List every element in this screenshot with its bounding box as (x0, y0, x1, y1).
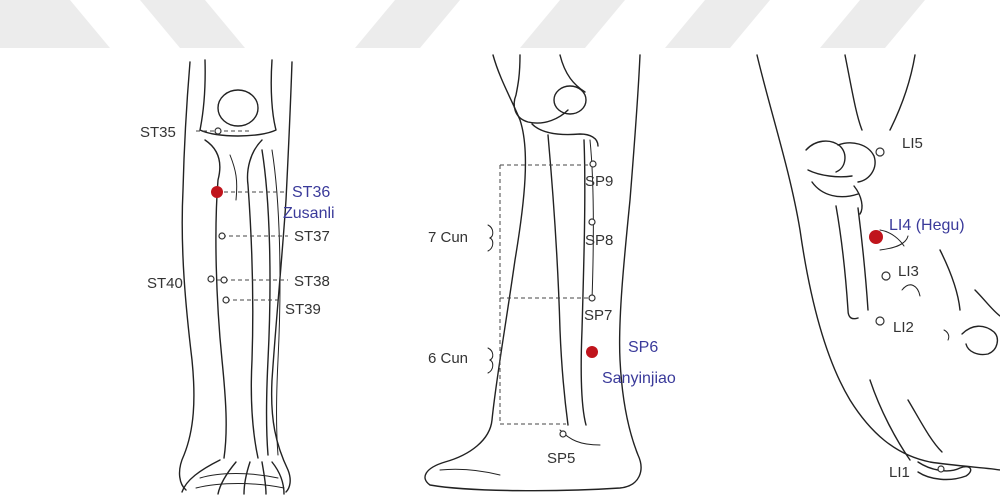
point-li5 (876, 148, 884, 156)
label-st36: ST36 (292, 184, 330, 201)
point-sp9 (590, 161, 596, 167)
leg-front-panel: ST35 ST36 Zusanli ST37 ST40 ST38 ST39 (140, 60, 335, 494)
label-st39: ST39 (285, 301, 321, 318)
metacarpal-index (836, 206, 858, 319)
label-li4: LI4 (Hegu) (889, 217, 965, 234)
leg-side-panel: 7 Cun 6 Cun SP9 SP8 SP7 SP6 Sanyinjiao S… (425, 55, 676, 491)
point-st37 (219, 233, 225, 239)
label-st38: ST38 (294, 273, 330, 290)
label-li1: LI1 (889, 464, 910, 481)
label-sp5: SP5 (547, 450, 575, 467)
label-st37: ST37 (294, 228, 330, 245)
label-st40: ST40 (147, 275, 183, 292)
point-li4 (869, 230, 883, 244)
fibula (262, 150, 270, 455)
label-li3: LI3 (898, 263, 919, 280)
point-sp8 (589, 219, 595, 225)
point-li2 (876, 317, 884, 325)
point-st38 (221, 277, 227, 283)
label-st35: ST35 (140, 124, 176, 141)
label-st36-name: Zusanli (283, 205, 335, 222)
point-sp5 (560, 431, 566, 437)
point-st35 (215, 128, 221, 134)
tibia-side (548, 135, 568, 425)
point-sp6 (586, 346, 598, 358)
point-st36 (211, 186, 223, 198)
hand-outline (757, 55, 1000, 470)
label-7-cun: 7 Cun (428, 229, 468, 246)
watermark-banner (0, 0, 925, 48)
label-sp8: SP8 (585, 232, 613, 249)
point-li3 (882, 272, 890, 280)
label-li2: LI2 (893, 319, 914, 336)
patella (218, 90, 258, 126)
knee-cap-side (554, 86, 586, 114)
leg-side-outline (425, 55, 641, 491)
label-sp9: SP9 (585, 173, 613, 190)
label-li5: LI5 (902, 135, 923, 152)
foot-bones (182, 460, 284, 494)
label-sp6-name: Sanyinjiao (602, 370, 676, 387)
point-sp7 (589, 295, 595, 301)
hand-panel: LI5 LI4 (Hegu) LI3 LI2 LI1 (757, 55, 1000, 481)
point-st39 (223, 297, 229, 303)
label-sp7: SP7 (584, 307, 612, 324)
point-st40 (208, 276, 214, 282)
point-li1 (938, 466, 944, 472)
carpal-bones (806, 141, 875, 214)
label-sp6: SP6 (628, 339, 658, 356)
label-6-cun: 6 Cun (428, 350, 468, 367)
